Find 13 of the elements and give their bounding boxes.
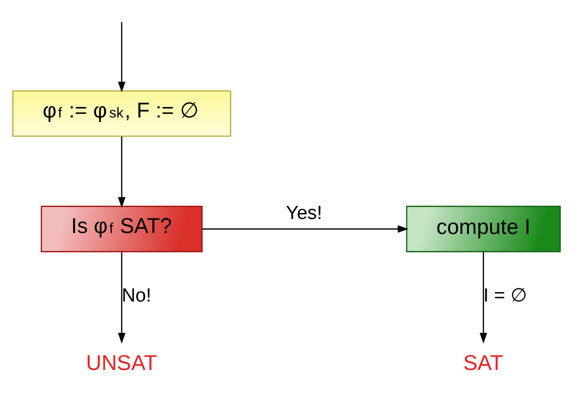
edge-label: I = ∅	[483, 284, 528, 306]
node-box: φf := φsk, F := ∅	[12, 90, 232, 136]
node-box: compute I	[406, 205, 561, 252]
arrow	[118, 252, 126, 344]
edge-label: Yes!	[286, 202, 322, 224]
node-text: UNSAT	[86, 350, 157, 374]
edge-label: No!	[122, 284, 152, 306]
arrow	[202, 224, 408, 232]
node-box: Is φf SAT?	[40, 205, 203, 252]
arrow	[480, 252, 488, 344]
arrow	[118, 22, 126, 92]
node-text: SAT	[463, 350, 504, 374]
arrow	[118, 136, 126, 208]
